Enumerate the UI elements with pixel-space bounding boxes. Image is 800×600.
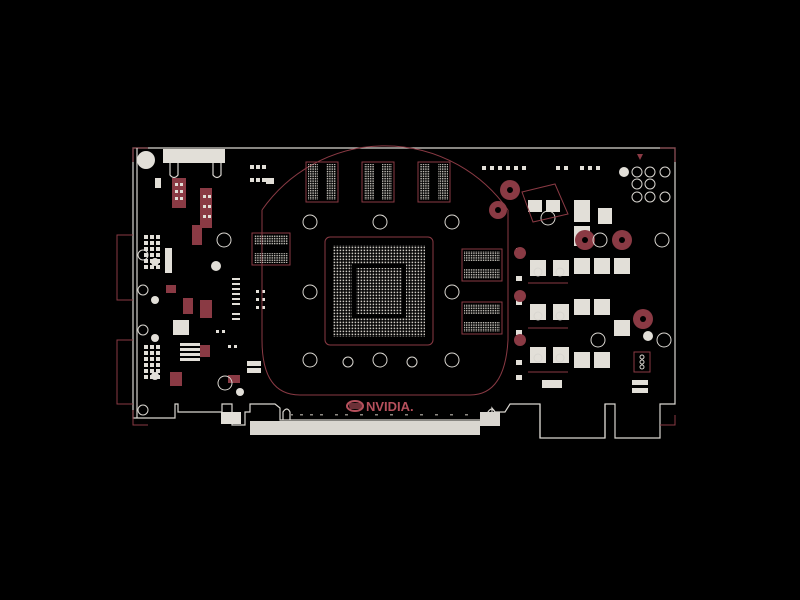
memory-chip-left — [251, 232, 291, 266]
board-outline — [132, 147, 676, 439]
memory-chip-right-1 — [461, 248, 503, 282]
memory-chip-top-1 — [305, 161, 339, 203]
memory-chip-top-3 — [417, 161, 451, 203]
memory-chips — [251, 161, 503, 335]
gpu-bga-package — [324, 236, 434, 346]
capacitors — [489, 180, 653, 346]
memory-chip-right-2 — [461, 301, 503, 335]
pcie-edge-connector — [250, 408, 500, 435]
vrm-section — [482, 166, 672, 393]
edge-test-pads — [290, 414, 468, 416]
top-bracket-connector — [163, 149, 225, 179]
io-components-left — [144, 165, 274, 424]
brand-logo-text: NVIDIA. — [366, 399, 414, 414]
cooler-footprint — [261, 145, 509, 396]
aux-power-header — [619, 154, 671, 373]
nvidia-logo: NVIDIA. — [346, 399, 414, 414]
memory-chip-top-2 — [361, 161, 395, 203]
